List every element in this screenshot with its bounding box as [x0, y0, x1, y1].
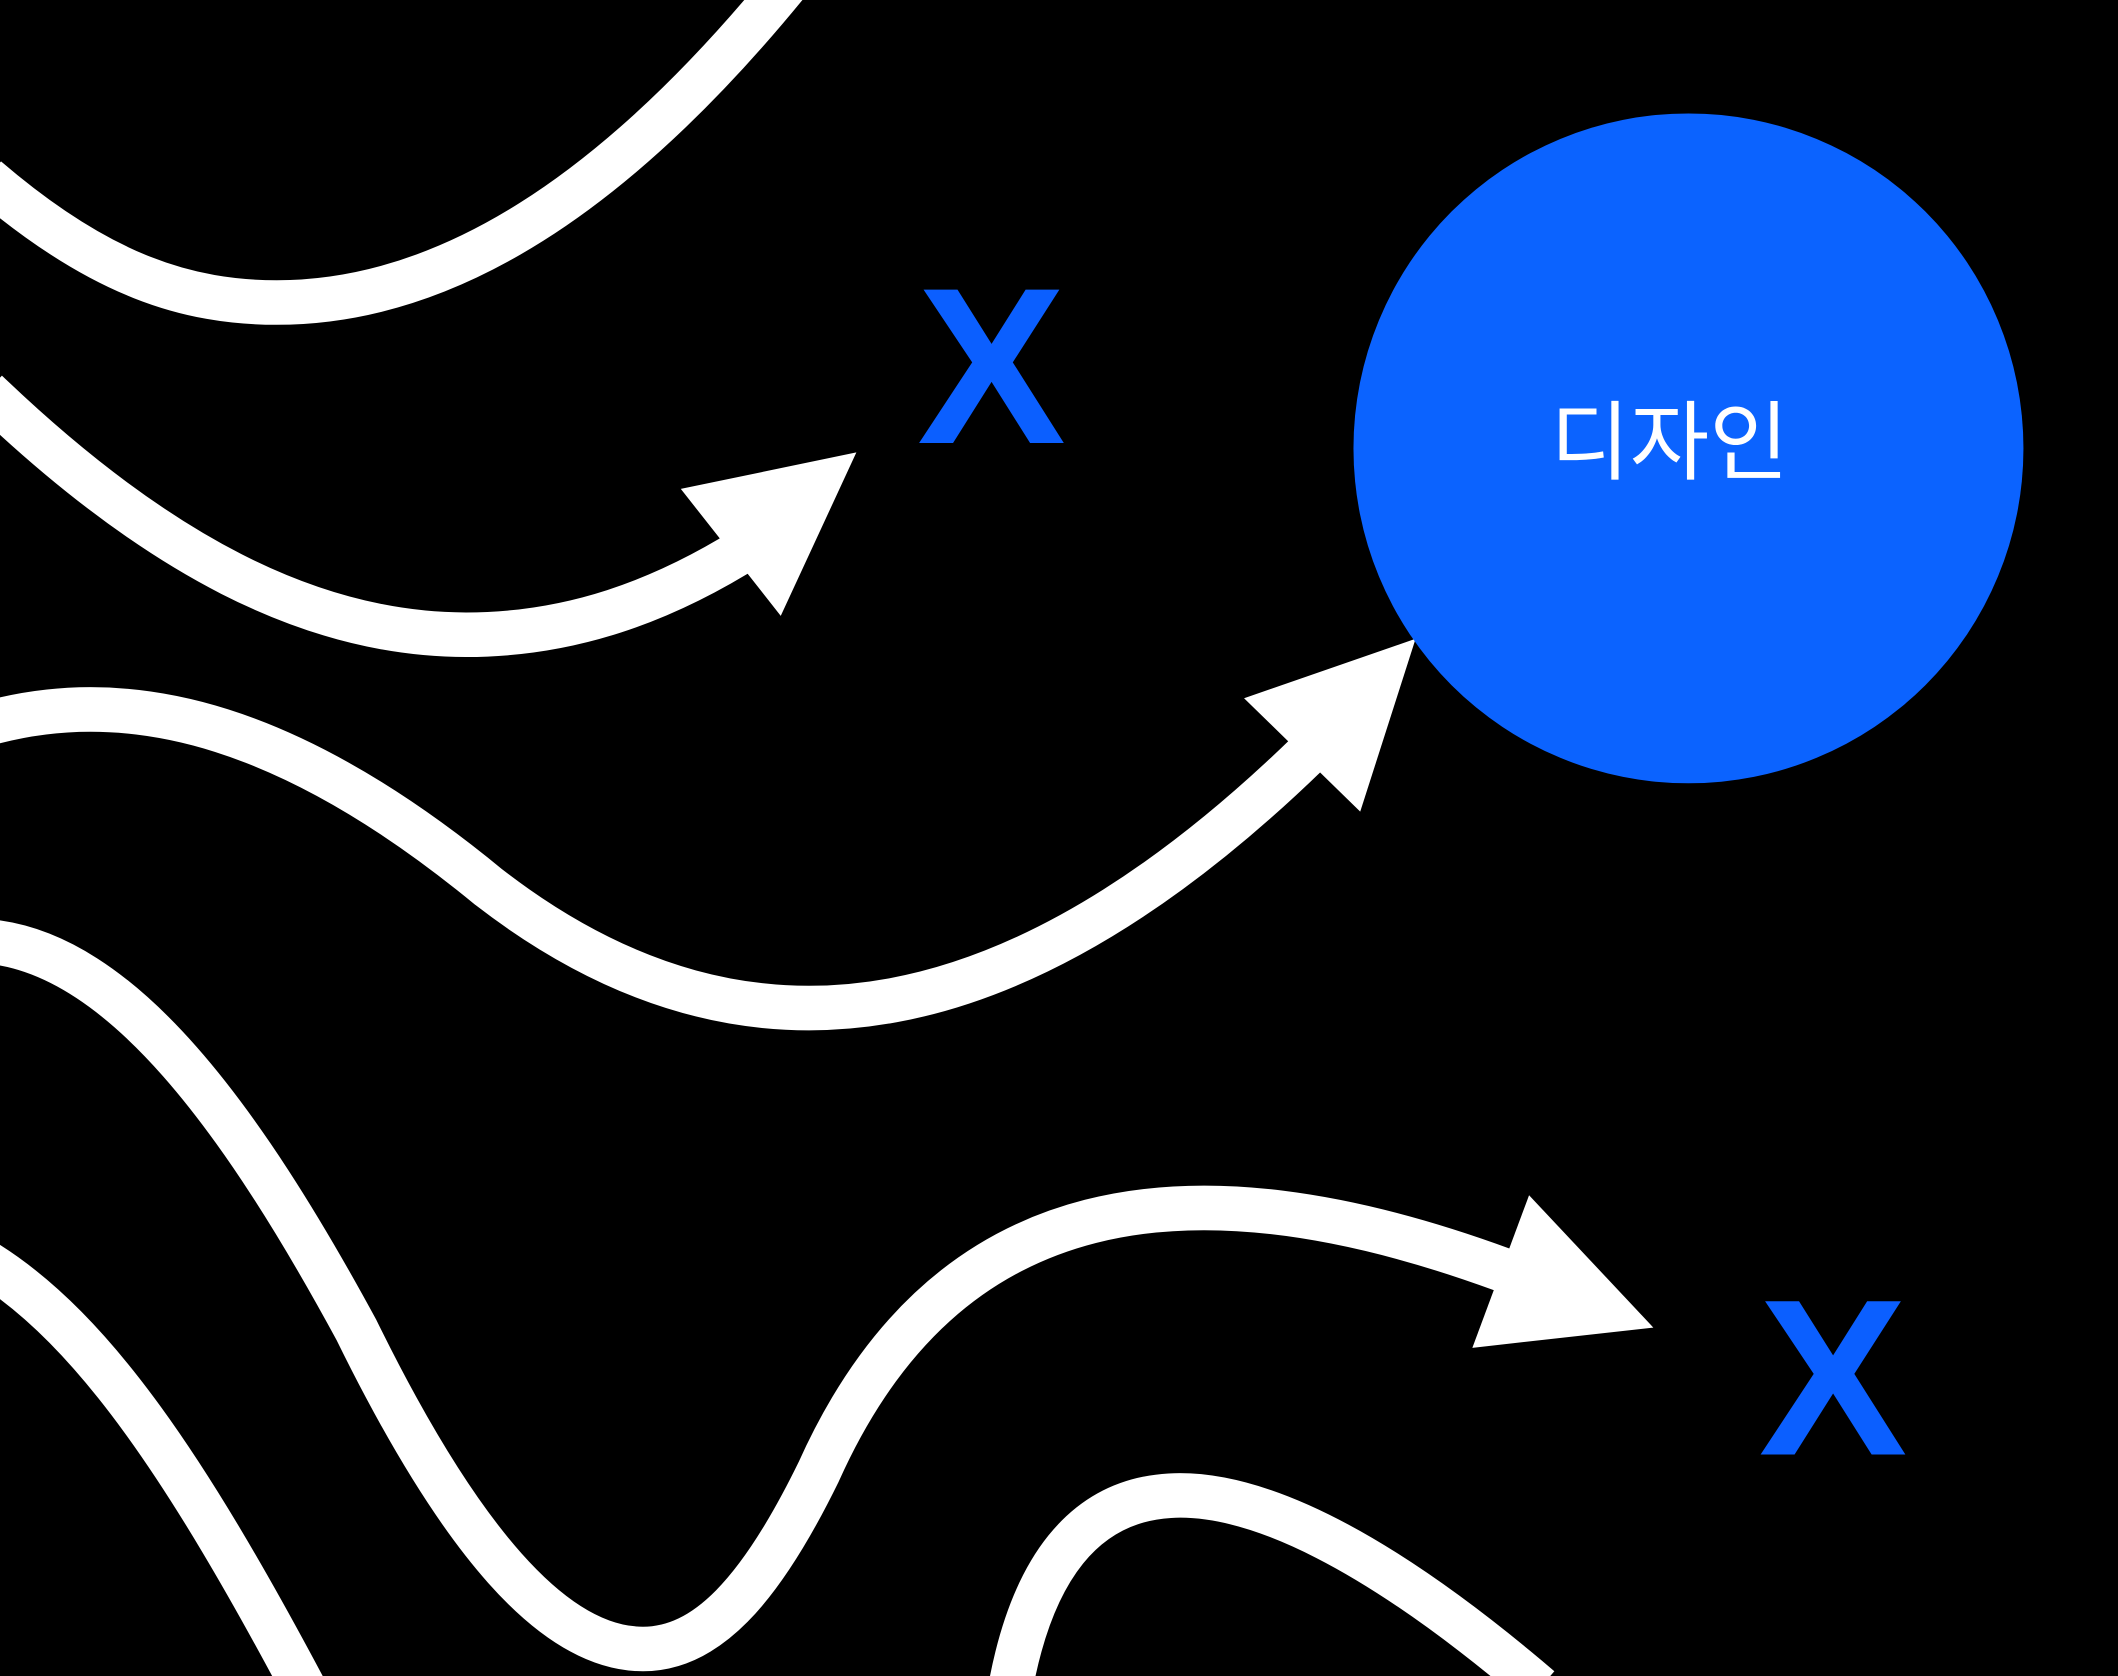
x-mark-top: X	[917, 242, 1066, 491]
arrow-to-design	[0, 638, 1416, 1031]
arrowhead	[1244, 638, 1416, 812]
arrow-line	[0, 687, 1324, 1031]
arrow-to-x-top	[0, 375, 857, 658]
arrow-line	[0, 920, 1510, 1672]
arrow-line	[0, 375, 772, 658]
curve-bottom-left	[0, 1244, 323, 1676]
arrow-to-x-bottom	[0, 920, 1654, 1672]
circle-fill	[1353, 113, 2024, 784]
design-circle: 디자인	[1353, 113, 2024, 784]
arrowhead	[680, 452, 857, 616]
curve-top	[0, 0, 803, 325]
design-label: 디자인	[1550, 394, 1789, 494]
x-mark-bottom: X	[1759, 1254, 1908, 1503]
arrowhead	[1472, 1195, 1654, 1348]
curve-bottom-right	[990, 1473, 1555, 1676]
